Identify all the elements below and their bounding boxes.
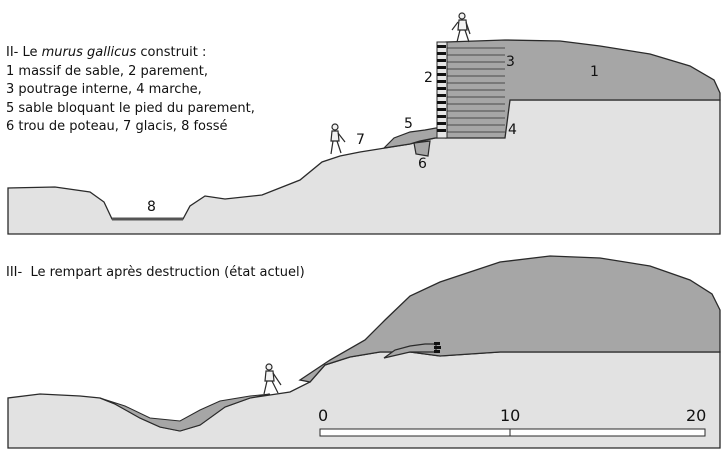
remaining-sand-foot	[383, 343, 437, 359]
caption-prefix: II- Le	[6, 45, 42, 60]
label-ditch: 8	[147, 199, 156, 215]
label-sand-massif: 1	[590, 64, 599, 80]
caption-italic-term: murus gallicus	[41, 45, 137, 60]
legend-line-3: 5 sable bloquant le pied du parement,	[6, 100, 255, 116]
person-on-glacis-icon	[330, 123, 346, 155]
label-beams: 3	[506, 54, 515, 70]
scale-label-20: 20	[686, 406, 707, 425]
label-step: 4	[508, 122, 517, 138]
scale-label-10: 10	[500, 406, 521, 425]
label-glacis: 7	[356, 132, 365, 148]
person-walking-icon	[263, 363, 282, 395]
facing-remnant	[434, 342, 441, 353]
beam-ends	[437, 45, 446, 132]
internal-beams	[447, 47, 505, 133]
person-on-wall-icon	[451, 12, 471, 43]
label-sand-foot: 5	[404, 116, 413, 132]
section-3-profile	[7, 255, 721, 449]
caption-suffix: construit :	[136, 45, 207, 60]
post-hole	[413, 140, 431, 157]
legend-line-2: 3 poutrage interne, 4 marche,	[6, 82, 202, 97]
legend-line-1: 1 massif de sable, 2 parement,	[6, 63, 208, 79]
section-2-caption: II- Le murus gallicus construit : 1 mass…	[6, 44, 255, 137]
label-post-hole: 6	[418, 156, 427, 172]
ground-section-2	[7, 99, 721, 235]
scale-bar	[319, 428, 706, 437]
legend-line-4: 6 trou de poteau, 7 glacis, 8 fossé	[6, 119, 228, 134]
scale-label-0: 0	[318, 406, 329, 425]
label-facing: 2	[424, 70, 433, 86]
section-3-caption: III- Le rempart après destruction (état …	[6, 265, 305, 280]
ditch-sediment	[99, 393, 271, 432]
sand-massif	[445, 39, 721, 139]
section-2-profile	[7, 12, 721, 235]
